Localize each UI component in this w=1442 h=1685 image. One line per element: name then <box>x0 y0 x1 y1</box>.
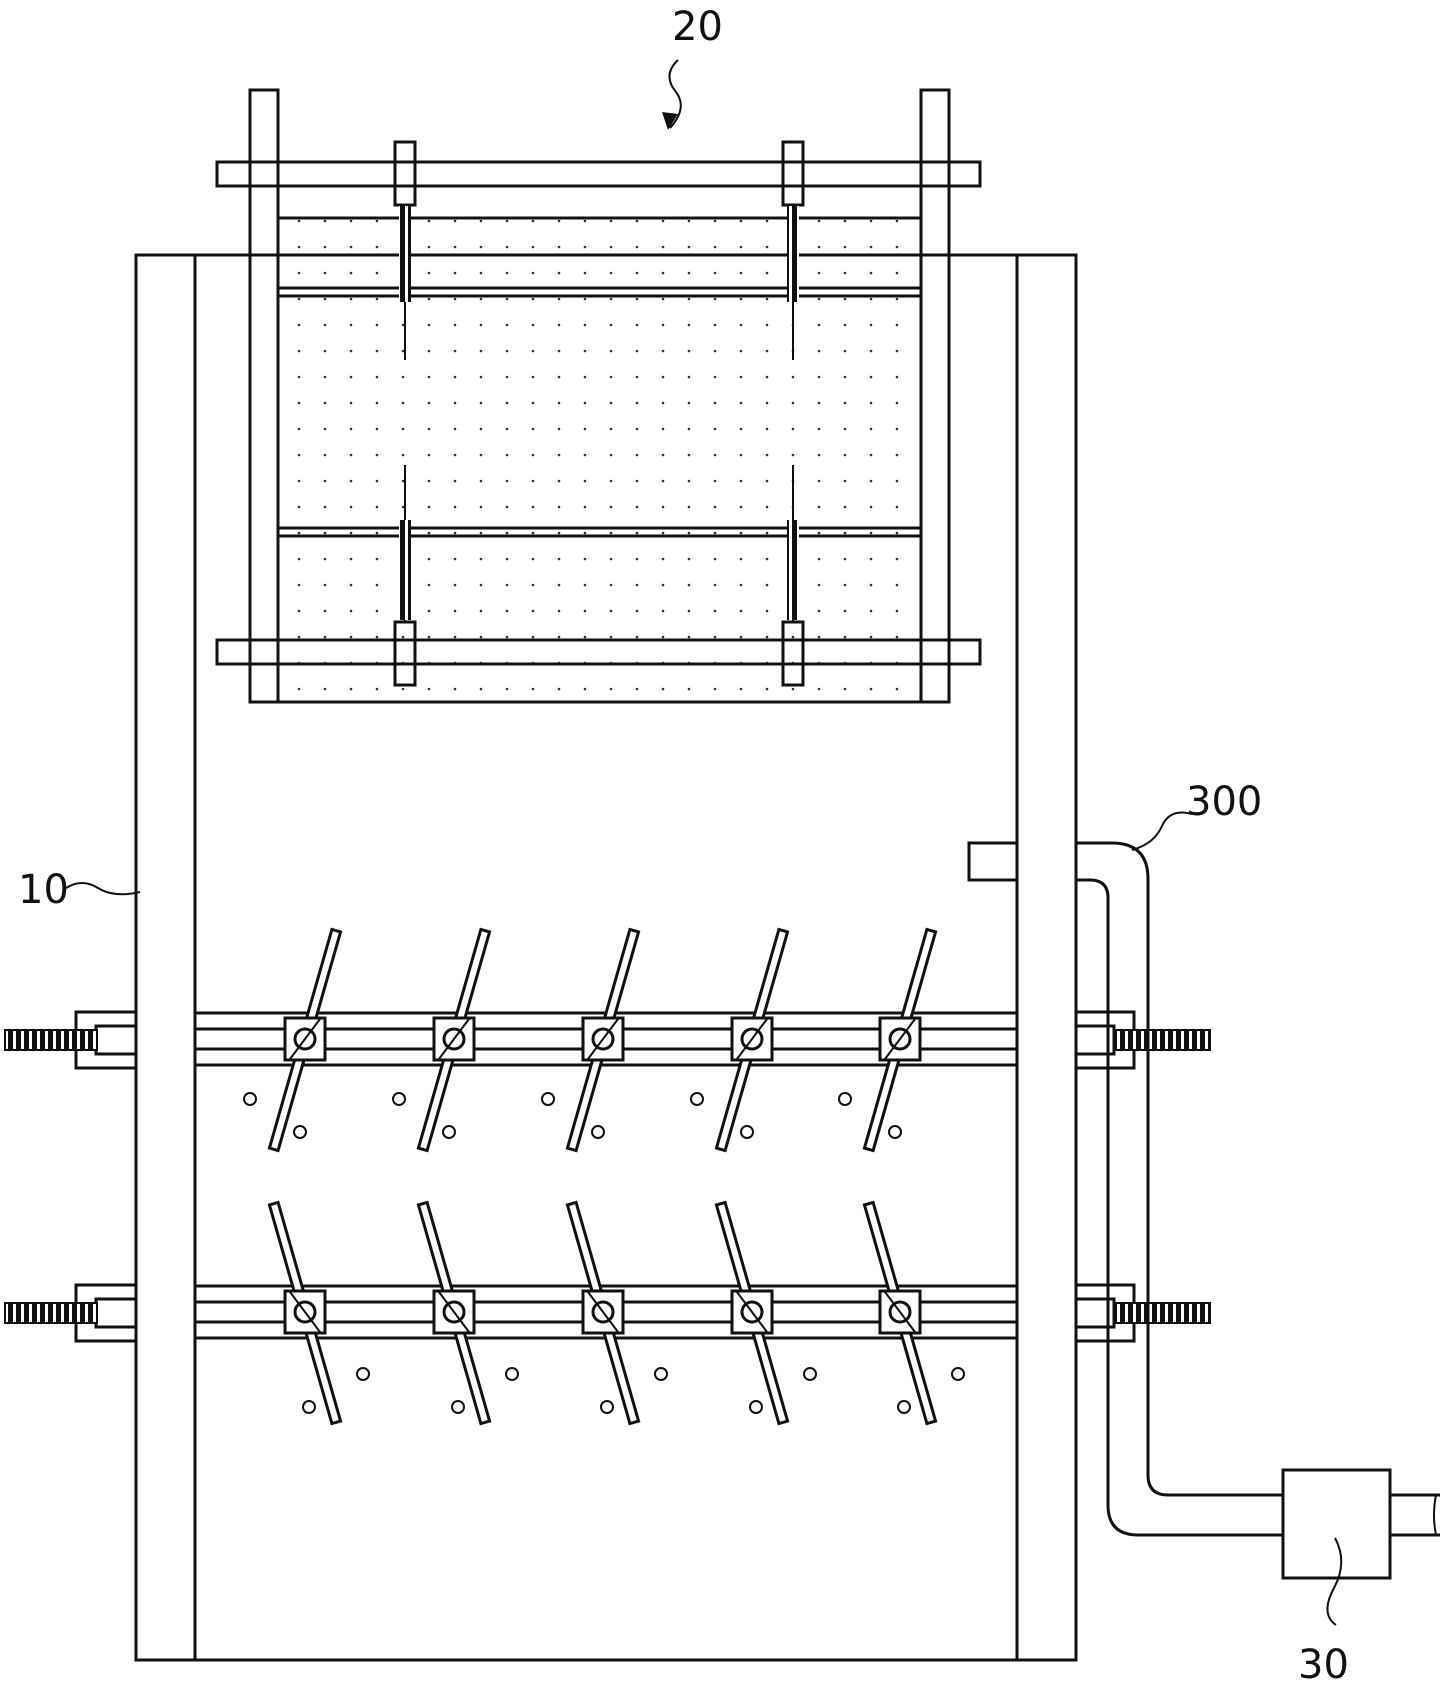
hub-blade-pass <box>736 1018 768 1060</box>
blade-hub <box>283 1016 327 1062</box>
hub-blade-pass <box>587 1018 619 1060</box>
hub-blade-pass <box>289 1018 321 1060</box>
lower-blade-set <box>267 1200 965 1426</box>
shaft-hole <box>356 1367 370 1381</box>
leader-line-30 <box>1326 1537 1343 1626</box>
leader-arrow-20 <box>662 112 678 130</box>
shaft-hole <box>505 1367 519 1381</box>
shaft-hole <box>591 1125 605 1139</box>
shaft-hole <box>392 1092 406 1106</box>
label-pipe: 300 <box>1186 779 1262 825</box>
shaft-hole <box>600 1400 614 1414</box>
rack-assembly <box>215 88 982 704</box>
shaft-hole <box>951 1367 965 1381</box>
shaft-hole <box>690 1092 704 1106</box>
label-rack: 20 <box>672 4 723 50</box>
upper-blade-set <box>243 927 938 1153</box>
leader-line-20 <box>668 59 682 129</box>
shaft-hole <box>838 1092 852 1106</box>
hub-blade-pass <box>736 1291 768 1333</box>
hub-blade-pass <box>587 1291 619 1333</box>
pipe-inlet-stub <box>967 841 1019 882</box>
pump-box <box>1281 1468 1392 1580</box>
hub-blade-pass <box>438 1018 470 1060</box>
shaft-hole <box>442 1125 456 1139</box>
shaft-hole <box>451 1400 465 1414</box>
shaft-hole <box>740 1125 754 1139</box>
shaft-hole <box>897 1400 911 1414</box>
rack-bottom-crossbar <box>215 638 982 666</box>
blade-hub <box>581 1016 625 1062</box>
rack-dotted-panel <box>279 218 921 700</box>
shaft-hole <box>888 1125 902 1139</box>
shaft-hole <box>541 1092 555 1106</box>
shaft-hole <box>293 1125 307 1139</box>
hub-blade-pass <box>289 1291 321 1333</box>
shaft-hole <box>302 1400 316 1414</box>
blade-hub <box>283 1289 327 1335</box>
label-pump: 30 <box>1298 1642 1349 1685</box>
rack-top-crossbar <box>215 160 982 188</box>
circulation-pipe <box>1076 841 1440 1537</box>
hub-blade-pass <box>438 1291 470 1333</box>
shaft-hole <box>749 1400 763 1414</box>
leader-line-300 <box>1131 811 1193 851</box>
shaft-hole <box>803 1367 817 1381</box>
hub-blade-pass <box>884 1291 916 1333</box>
leader-line-10 <box>65 882 141 896</box>
shaft-hole <box>243 1092 257 1106</box>
label-tank: 10 <box>18 867 69 913</box>
shaft-hole <box>654 1367 668 1381</box>
hub-blade-pass <box>884 1018 916 1060</box>
